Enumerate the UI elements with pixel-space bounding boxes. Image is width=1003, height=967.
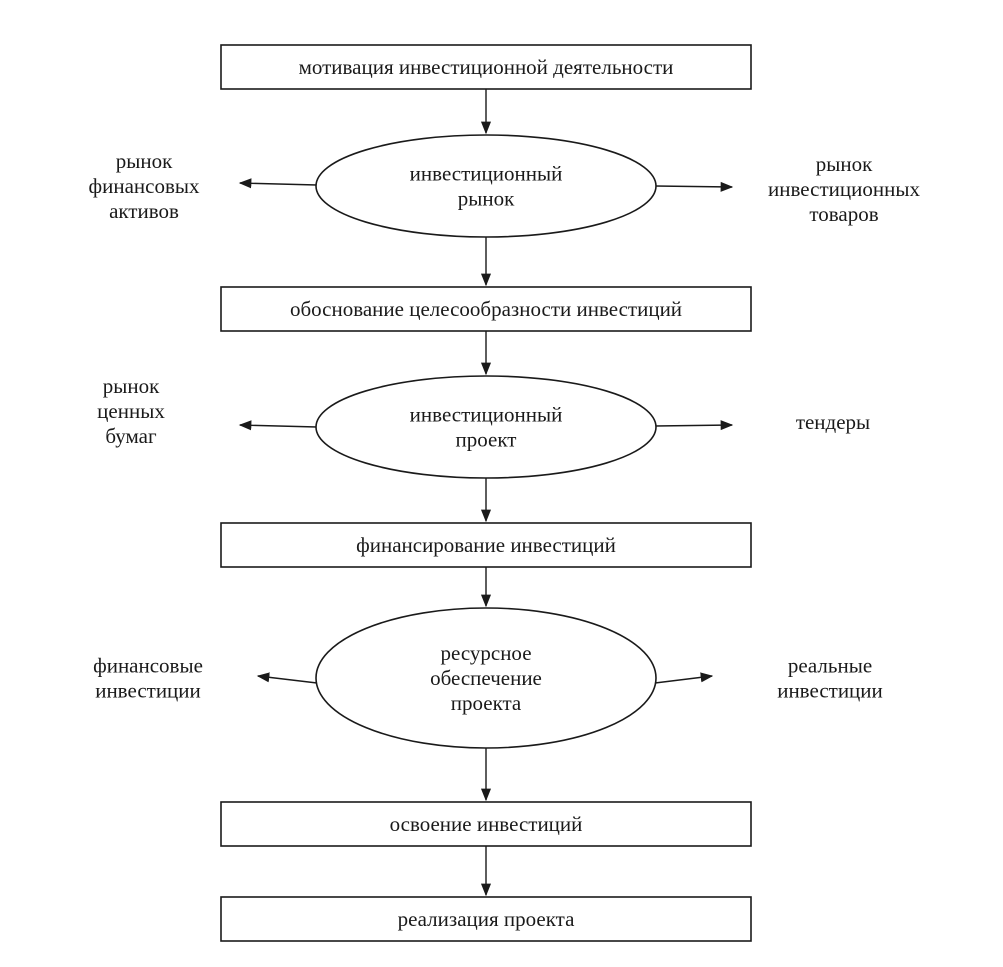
investment-goods-market-label-line: инвестиционных: [768, 177, 920, 201]
resource-provision-label-line: ресурсное: [440, 641, 531, 665]
real-investments-label-line: инвестиции: [777, 679, 883, 703]
implementation-label-line: реализация проекта: [398, 907, 575, 931]
arrow-investment-market-to-investment-goods-market: [654, 181, 734, 192]
node-justification: обоснование целесообразности инвестиций: [220, 286, 752, 332]
investment-project-label-line: инвестиционный: [410, 403, 563, 427]
justification-label-line: обоснование целесообразности инвестиций: [290, 297, 682, 321]
financial-assets-market-label-line: рынок: [116, 149, 173, 173]
investment-market-ellipse: [315, 134, 657, 238]
investment-goods-market-label-line: рынок: [816, 152, 873, 176]
real-investments-label-line: реальные: [788, 654, 872, 678]
justification-box: [220, 286, 752, 332]
financial-assets-market-label-line: финансовых: [89, 174, 200, 198]
resource-provision-label-line: обеспечение: [430, 666, 542, 690]
arrow-investment-project-to-tenders: [654, 420, 734, 431]
securities-market-label-line: ценных: [97, 399, 165, 423]
resource-provision-ellipse: [315, 607, 657, 749]
financing-box: [220, 522, 752, 568]
motivation-box: [220, 44, 752, 90]
node-tenders: тендеры: [796, 410, 870, 434]
node-motivation: мотивация инвестиционной деятельности: [220, 44, 752, 90]
node-implementation: реализация проекта: [220, 896, 752, 942]
investment-project-label-line: проект: [456, 428, 517, 452]
investment-market-label-line: рынок: [458, 187, 515, 211]
resource-provision-label-line: проекта: [451, 691, 522, 715]
securities-market-label-line: бумаг: [105, 424, 157, 448]
node-financing: финансирование инвестиций: [220, 522, 752, 568]
tenders-label-line: тендеры: [796, 410, 870, 434]
motivation-label-line: мотивация инвестиционной деятельности: [299, 55, 674, 79]
development-label-line: освоение инвестиций: [390, 812, 583, 836]
development-box: [220, 801, 752, 847]
financial-investments-label-line: финансовые: [93, 654, 203, 678]
arrow-resource-provision-to-financial-investments: [256, 672, 318, 684]
arrow-investment-project-to-securities-market: [238, 420, 318, 431]
financing-label-line: финансирование инвестиций: [356, 533, 616, 557]
node-development: освоение инвестиций: [220, 801, 752, 847]
securities-market-label-line: рынок: [103, 374, 160, 398]
investment-goods-market-label-line: товаров: [809, 202, 878, 226]
implementation-box: [220, 896, 752, 942]
investment-market-label-line: инвестиционный: [410, 162, 563, 186]
financial-assets-market-label-line: активов: [109, 199, 179, 223]
arrow-resource-provision-to-real-investments: [654, 672, 714, 684]
arrow-investment-market-to-financial-assets-market: [238, 178, 318, 189]
financial-investments-label-line: инвестиции: [95, 679, 201, 703]
investment-project-ellipse: [315, 375, 657, 479]
